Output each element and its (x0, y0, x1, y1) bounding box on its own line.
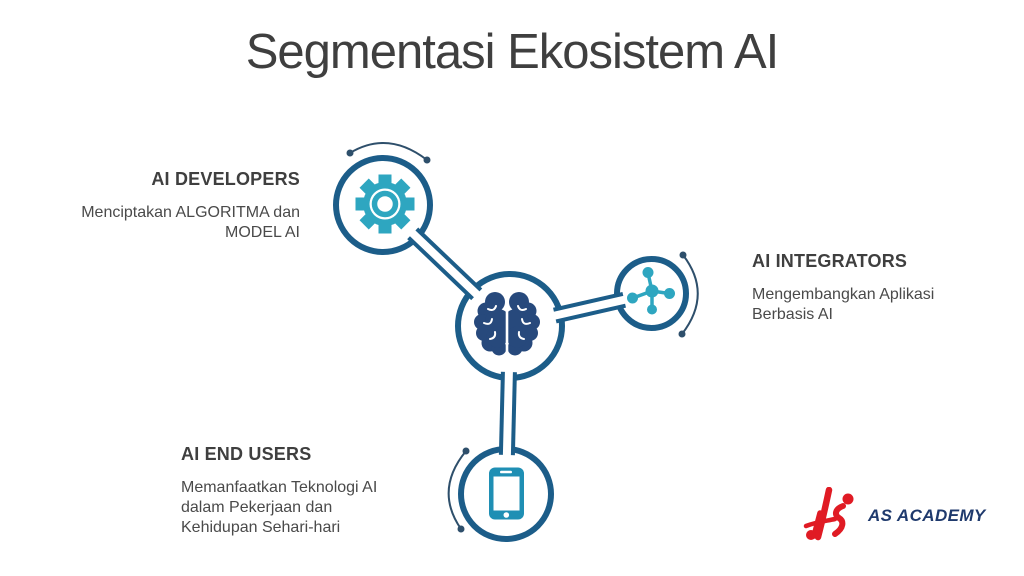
node-label-integrators: AI INTEGRATORS Mengembangkan Aplikasi Be… (752, 250, 947, 325)
as-academy-logo: AS ACADEMY (799, 487, 986, 545)
slide-title: Segmentasi Ekosistem AI (245, 25, 780, 79)
logo-text: AS ACADEMY (868, 506, 986, 525)
brain-icon (474, 292, 540, 356)
network-icon (627, 267, 675, 315)
smartphone-icon (489, 467, 524, 520)
node-label-end-users: AI END USERS Memanfaatkan Teknologi AI d… (181, 443, 393, 538)
end-users-description: Memanfaatkan Teknologi AI dalam Pekerjaa… (181, 479, 378, 536)
developers-arc-decoration (346, 142, 431, 164)
integrators-description: Mengembangkan Aplikasi Berbasis AI (752, 286, 935, 323)
integrators-arc-decoration (678, 251, 699, 338)
connector-developers (404, 225, 486, 303)
gear-icon (355, 174, 415, 234)
node-label-developers: AI DEVELOPERS Menciptakan ALGORITMA dan … (50, 168, 300, 243)
connector-end-users (498, 363, 517, 464)
integrators-title: AI INTEGRATORS (752, 251, 908, 271)
end-users-title: AI END USERS (181, 444, 312, 464)
connector-integrators (546, 291, 630, 324)
developers-description: Menciptakan ALGORITMA dan MODEL AI (81, 204, 300, 241)
as-academy-logo-mark (803, 487, 854, 541)
end-users-arc-decoration (447, 447, 470, 533)
developers-title: AI DEVELOPERS (151, 169, 300, 189)
